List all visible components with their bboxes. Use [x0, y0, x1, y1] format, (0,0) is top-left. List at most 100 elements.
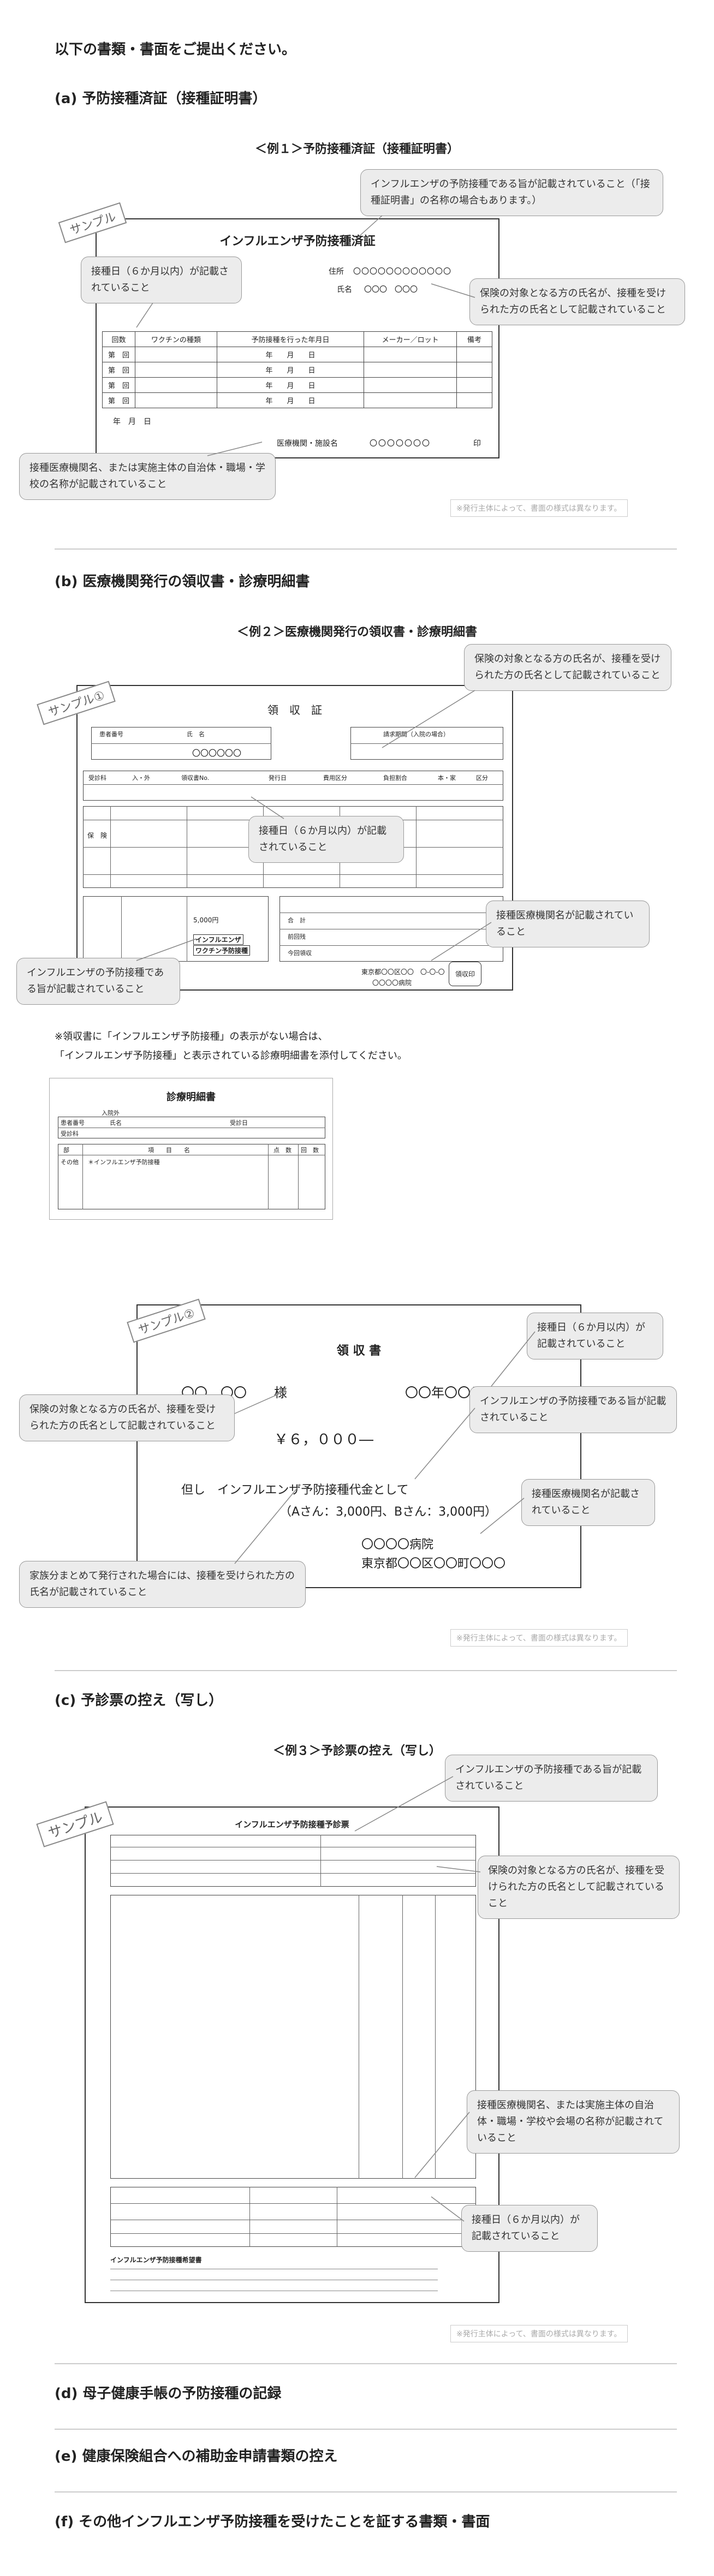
receipt2-address: 東京都〇〇区〇〇町〇〇〇	[361, 1557, 506, 1571]
divider	[55, 2363, 677, 2364]
summary-label: 今回領収	[288, 950, 312, 957]
callout-family-note: 家族分まとめて発行された場合には、接種を受けられた方の氏名が記載されていること	[19, 1561, 306, 1608]
cell: 月	[287, 382, 294, 390]
callout-vaccine-type: インフルエンザの予防接種である旨が記載されていること	[445, 1755, 658, 1802]
divider	[55, 548, 677, 550]
format-note: ※発行主体によって、書面の様式は異なります。	[450, 2325, 628, 2342]
table-row: 第 回年 月 日	[102, 392, 492, 408]
receipt2-title: 領 収 書	[336, 1344, 382, 1358]
receipt2-honorific: 様	[274, 1385, 287, 1400]
callout-clinic-name: 接種医療機関名が記載されていること	[486, 901, 650, 947]
prescreening-form-sample: インフルエンザ予防接種予診票 インフルエンザ予防接種希望書	[85, 1806, 499, 2303]
divider	[55, 2429, 677, 2430]
cell: 回	[122, 367, 129, 375]
row-label: 保 険	[87, 832, 108, 839]
statement-label: 氏名	[110, 1119, 122, 1126]
clinic-name: 〇〇〇〇病院	[372, 979, 412, 987]
intro-text: 以下の書類・書面をご提出ください。	[55, 41, 296, 58]
cell: 月	[287, 367, 294, 375]
section-b-heading: (b) 医療機関発行の領収書・診療明細書	[55, 574, 310, 590]
statement-label: 患者番号	[61, 1119, 85, 1126]
cell: 第	[108, 367, 115, 375]
cell: 年	[265, 382, 273, 390]
note-line-1: ※領収書に「インフルエンザ予防接種」の表示がない場合は、	[55, 1031, 328, 1042]
cell-label: 受診科	[88, 774, 106, 782]
callout-vaccine-type: インフルエンザの予防接種である旨が記載されていること	[16, 958, 180, 1005]
divider	[55, 2491, 677, 2492]
callout-vaccination-date: 接種日（６か月以内）が記載されていること	[248, 816, 404, 863]
cell: 年	[265, 351, 273, 360]
statement-title: 診療明細書	[166, 1092, 216, 1103]
receipt-seal: 領収印	[449, 962, 481, 986]
cell-label: 請求期間（入院の場合）	[383, 731, 449, 738]
callout-clinic-name: 接種医療機関名、または実施主体の自治体・職場・学校や会場の名称が記載されているこ…	[467, 2090, 680, 2154]
statement-label: 回 数	[301, 1147, 319, 1154]
callout-vaccination-date: 接種日（６か月以内）が記載されていること	[527, 1313, 663, 1359]
form-footer-title: インフルエンザ予防接種希望書	[110, 2256, 202, 2264]
address-label: 住所	[329, 267, 344, 276]
statement-label: 点 数	[273, 1147, 291, 1154]
table-row: 第 回年 月 日	[102, 377, 492, 393]
section-e-heading: (e) 健康保険組合への補助金申請書類の控え	[55, 2448, 338, 2465]
receipt2-amount: ￥６，０００―	[274, 1432, 374, 1448]
statement-label: 入院外	[102, 1110, 120, 1117]
callout-vaccine-type: インフルエンザの予防接種である旨が記載されていること	[469, 1386, 677, 1433]
summary-label: 合 計	[288, 917, 306, 924]
cell: 第	[108, 351, 115, 360]
clinic-address: 東京都〇〇区〇〇 〇-〇-〇	[361, 968, 445, 976]
callout-vaccine-type: インフルエンザの予防接種である旨が記載されていること（「接種証明書」の名称の場合…	[360, 169, 663, 216]
note-line-2: 「インフルエンザ予防接種」と表示されている診療明細書を添付してください。	[55, 1050, 407, 1062]
cell-label: 入・外	[132, 774, 150, 782]
cell: 日	[308, 382, 316, 390]
callout-vaccination-date: 接種日（６か月以内）が記載されていること	[81, 257, 242, 303]
cell: 第	[108, 382, 115, 390]
certificate-table: 回数 ワクチンの種類 予防接種を行った年月日 メーカー／ロット 備考 第 回年 …	[102, 331, 492, 408]
header-cell: 予防接種を行った年月日	[216, 331, 365, 347]
section-f-heading: (f) その他インフルエンザ予防接種を受けたことを証する書類・書面	[55, 2514, 490, 2530]
name-label: 氏名	[337, 285, 352, 294]
cell-label: 領収書No.	[181, 774, 210, 782]
example2-caption: ＜例２＞医療機関発行の領収書・診療明細書	[236, 625, 477, 639]
flu-label-2: ワクチン予防接種	[193, 945, 251, 956]
callout-insured-name: 保険の対象となる方の氏名が、接種を受けられた方の氏名として記載されていること	[19, 1394, 235, 1441]
flu-label-1: インフルエンザ	[193, 934, 243, 945]
cell-label: 患者番号	[99, 731, 123, 738]
callout-vaccination-date: 接種日（６か月以内）が記載されていること	[461, 2205, 598, 2252]
patient-name: 〇〇〇〇〇〇	[192, 748, 242, 758]
cell: 第	[108, 397, 115, 406]
cell: 月	[287, 397, 294, 406]
form-title: インフルエンザ予防接種予診票	[235, 1820, 349, 1829]
section-d-heading: (d) 母子健康手帳の予防接種の記録	[55, 2386, 282, 2402]
receipt2-clinic: 〇〇〇〇病院	[361, 1538, 434, 1552]
cell-label: 氏 名	[187, 731, 205, 738]
cell: 回	[122, 397, 129, 406]
family-receipt-sample: 領 収 書 〇〇 〇〇 様 〇〇年〇〇月〇〇日 ￥６，０００― 但し インフルエ…	[136, 1304, 581, 1588]
callout-insured-name: 保険の対象となる方の氏名が、接種を受けられた方の氏名として記載されていること	[469, 278, 685, 325]
section-a-heading: (a) 予防接種済証（接種証明書）	[55, 91, 267, 107]
cell-label: 発行日	[269, 774, 287, 782]
receipt-title: 領 収 証	[267, 703, 322, 717]
address-value: 〇〇〇〇〇〇〇〇〇〇〇〇	[353, 267, 451, 276]
section-c-heading: (c) 予診票の控え（写し）	[55, 1692, 223, 1709]
callout-insured-name: 保険の対象となる方の氏名が、接種を受けられた方の氏名として記載されていること	[464, 644, 671, 691]
vaccination-certificate-sample: インフルエンザ予防接種済証 住所 〇〇〇〇〇〇〇〇〇〇〇〇 氏名 〇〇〇 〇〇〇…	[96, 218, 499, 458]
cell: 年	[265, 397, 273, 406]
statement-label: 受診日	[230, 1119, 248, 1126]
statement-row-label: その他	[61, 1159, 79, 1166]
clinic-value: 〇〇〇〇〇〇〇	[370, 439, 431, 448]
cell-label: 区分	[476, 774, 488, 782]
cell: 日	[308, 367, 316, 375]
example3-caption: ＜例３＞予診票の控え（写し）	[272, 1744, 441, 1758]
amount-value: 5,000円	[193, 916, 219, 924]
cell: 年	[265, 367, 273, 375]
receipt2-breakdown: （Aさん：3,000円、Bさん：3,000円）	[279, 1505, 497, 1519]
cell: 回	[122, 351, 129, 360]
summary-label: 前回残	[288, 933, 306, 940]
format-note: ※発行主体によって、書面の様式は異なります。	[450, 1629, 628, 1647]
cell-label: 費用区分	[323, 774, 347, 782]
callout-insured-name: 保険の対象となる方の氏名が、接種を受けられた方の氏名として記載されていること	[478, 1856, 680, 1919]
table-row: 第 回年 月 日	[102, 347, 492, 362]
example1-caption: ＜例１＞予防接種済証（接種証明書）	[254, 142, 459, 156]
statement-label: 項 目 名	[148, 1147, 190, 1154]
divider	[55, 1670, 677, 1671]
